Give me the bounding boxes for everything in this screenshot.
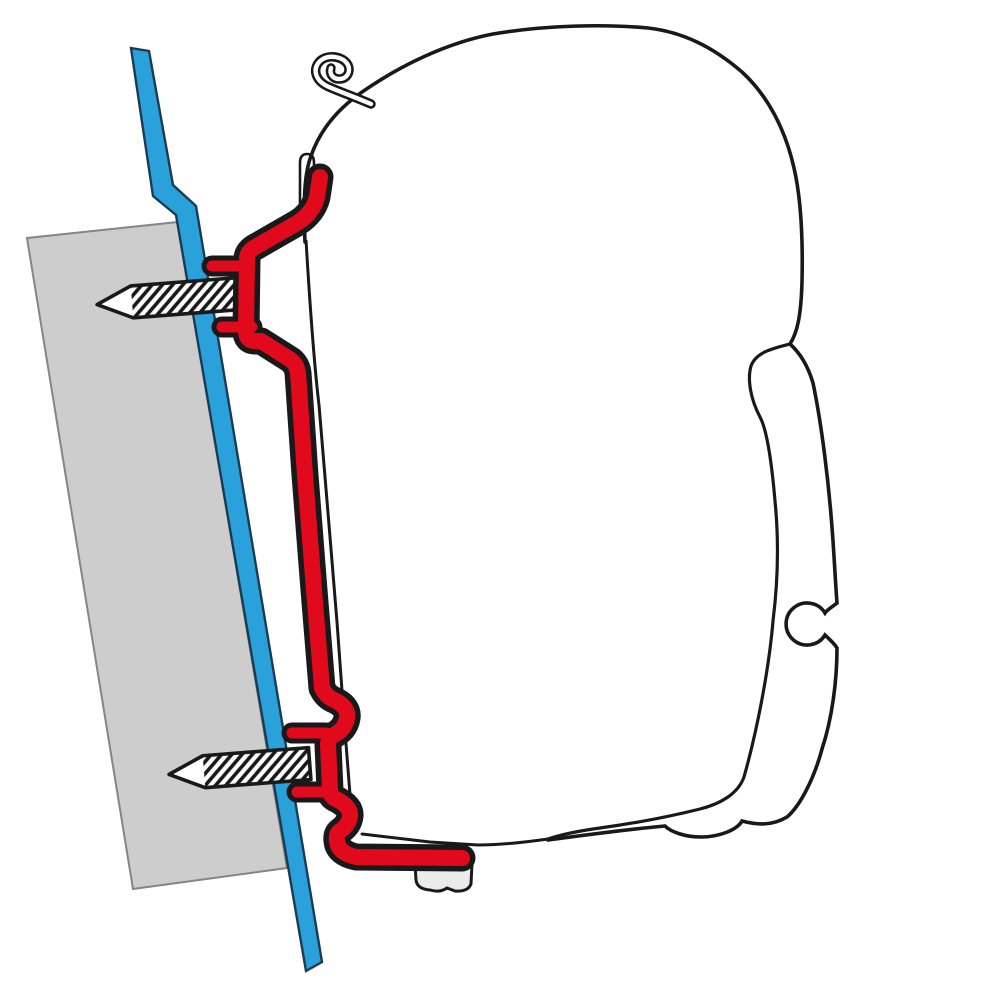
bracket-red-layer	[206, 169, 470, 866]
flap-left-edge	[546, 342, 792, 841]
awning-case-fill	[304, 25, 837, 846]
screw-lower-icon	[167, 745, 313, 790]
awning-case-icon	[298, 23, 839, 847]
case-top-outline	[302, 23, 805, 346]
wall-panel-icon	[25, 220, 289, 891]
rain-hook-icon	[310, 52, 376, 109]
flap-right-edge	[546, 342, 839, 842]
case-bottom-line	[360, 832, 550, 847]
adapter-bracket-icon	[201, 163, 476, 872]
case-channel-icon	[298, 152, 316, 207]
vehicle-wall-icon	[129, 46, 324, 973]
